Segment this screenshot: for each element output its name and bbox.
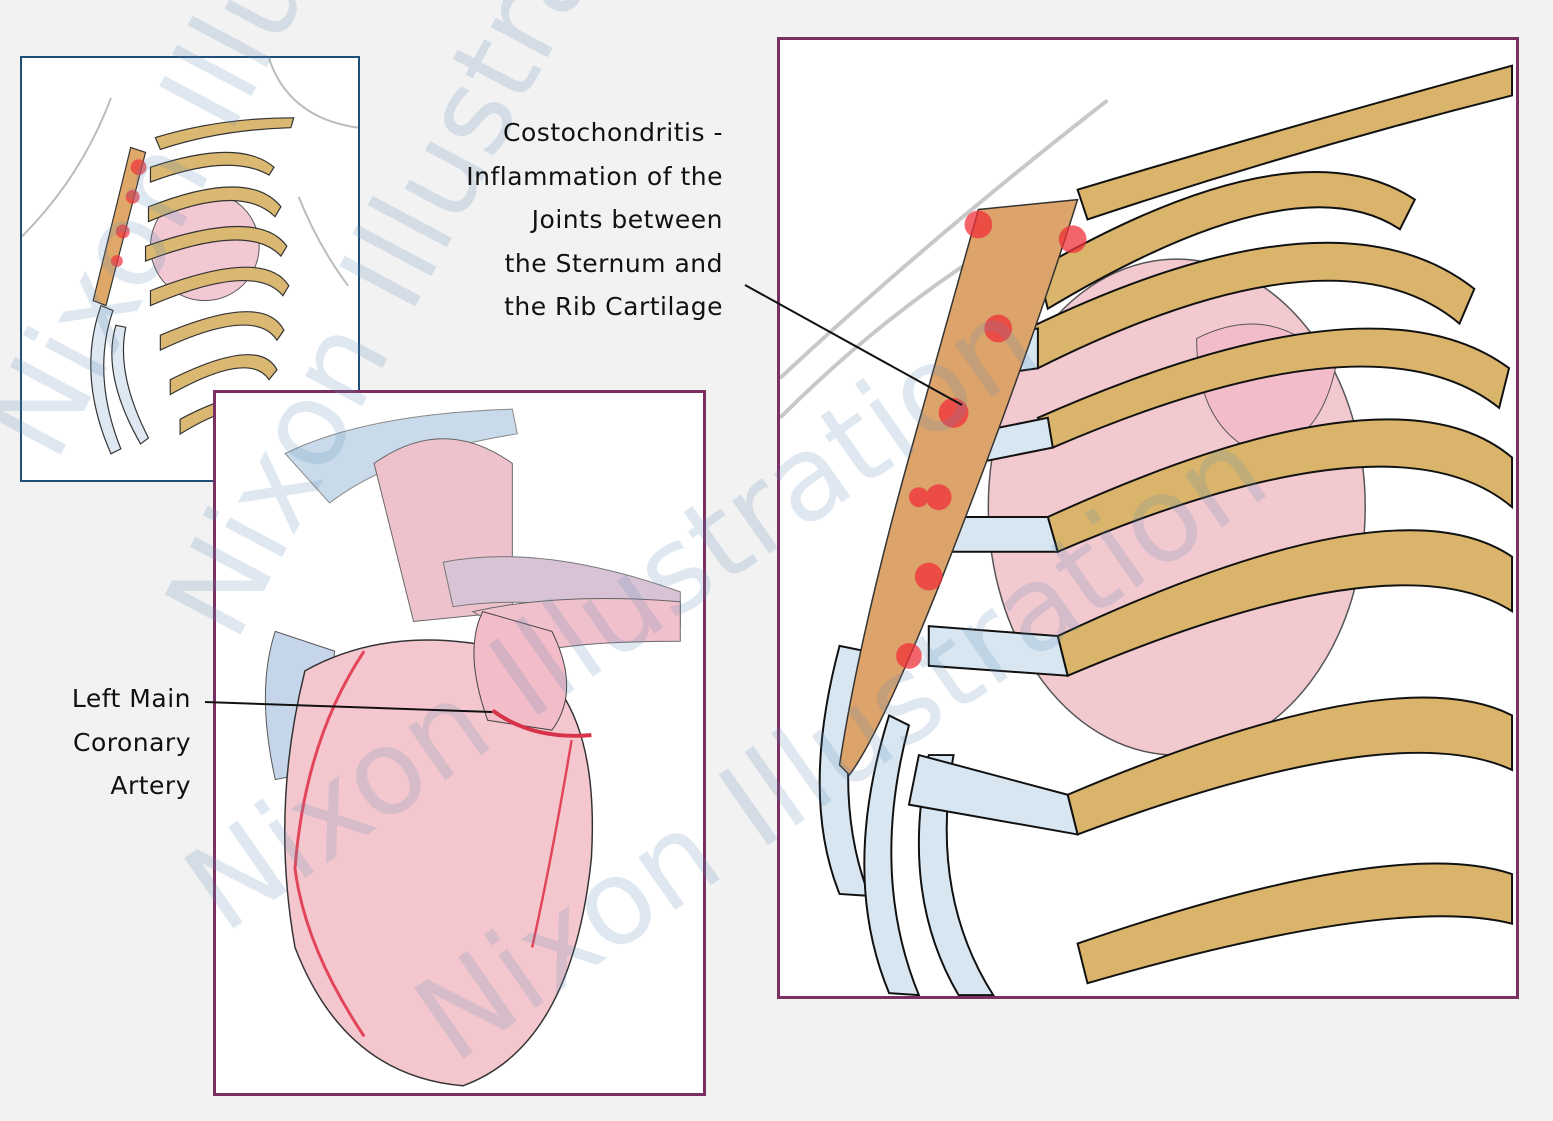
heart-panel	[213, 390, 706, 1096]
label-line: Inflammation of the	[466, 161, 723, 191]
ribcage-detail-illustration	[780, 64, 1514, 996]
heart-illustration	[264, 408, 681, 1087]
left-main-coronary-artery-label: Left Main Coronary Artery	[72, 677, 191, 808]
overview-ribcage-illustration	[22, 58, 358, 455]
label-line: Coronary	[72, 727, 191, 757]
label-line: Left Main	[71, 684, 191, 713]
label-line: the Sternum and	[504, 248, 723, 278]
label-line: Artery	[110, 771, 191, 800]
label-line: the Rib Cartilage	[504, 292, 723, 321]
label-line: Joints between	[531, 205, 723, 234]
ribcage-detail-panel	[777, 37, 1519, 999]
overview-ribcage-panel	[20, 56, 360, 482]
costochondritis-label: Costochondritis - Inflammation of the Jo…	[466, 111, 723, 329]
label-line: Costochondritis -	[503, 118, 723, 147]
